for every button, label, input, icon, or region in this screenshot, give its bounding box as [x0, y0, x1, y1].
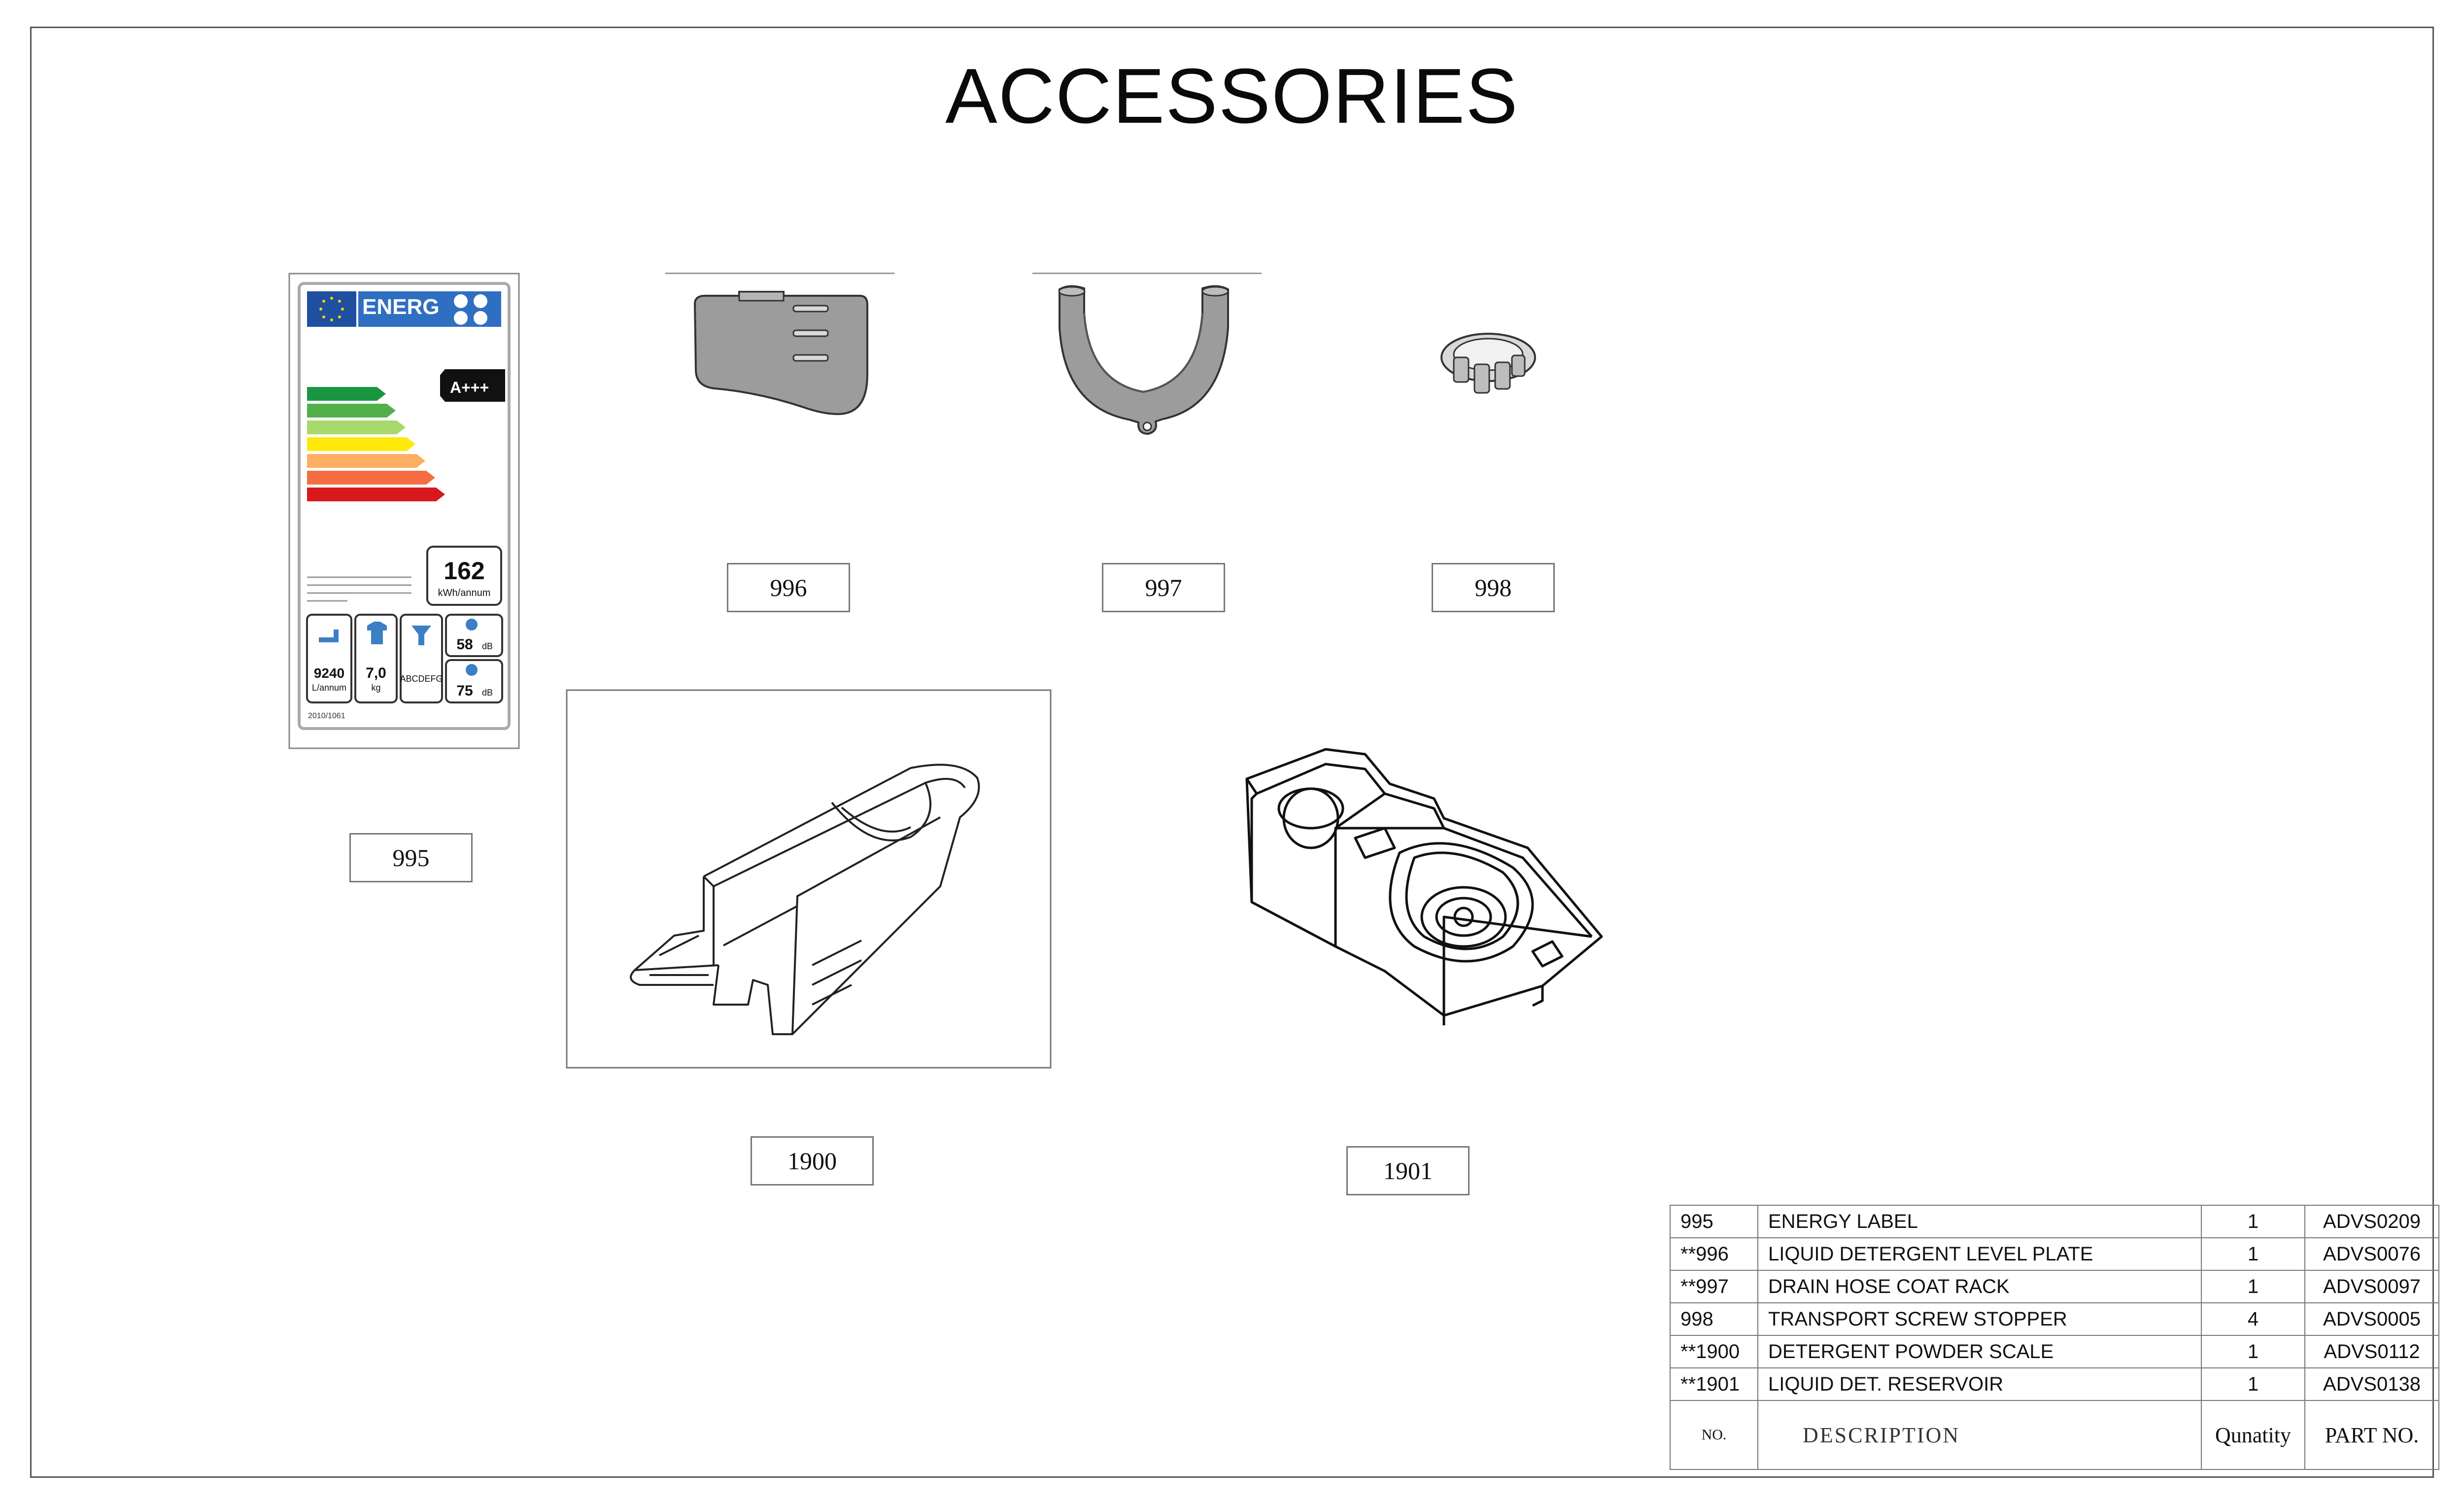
capacity-value: 7,0 — [366, 665, 386, 681]
quantity-cell: 1 — [2201, 1205, 2305, 1238]
part-996-baseline — [665, 273, 894, 274]
noise-wash-unit: dB — [482, 641, 493, 651]
table-row[interactable]: **1901 LIQUID DET. RESERVOIR 1 ADVS0138 — [1670, 1367, 2439, 1401]
noise-wash-value: 58 — [456, 636, 473, 653]
description-cell: DRAIN HOSE COAT RACK — [1757, 1270, 2202, 1303]
regulation-number: 2010/1061 — [308, 712, 345, 720]
parts-list-table: 995 ENERGY LABEL 1 ADVS0209 **996 LIQUID… — [1670, 1205, 2439, 1470]
quantity-cell: 1 — [2201, 1270, 2305, 1303]
quantity-cell: 1 — [2201, 1237, 2305, 1271]
part-number-cell: **1900 — [1670, 1335, 1758, 1368]
table-row[interactable]: 995 ENERGY LABEL 1 ADVS0209 — [1670, 1205, 2439, 1238]
noise-spin-unit: dB — [482, 688, 493, 698]
table-header-row: NO. DESCRIPTION Qunatity PART NO. — [1670, 1400, 2439, 1470]
part-code-cell: ADVS0209 — [2304, 1205, 2439, 1238]
description-cell: ENERGY LABEL — [1757, 1205, 2202, 1238]
callout-1900[interactable]: 1900 — [751, 1136, 874, 1186]
header-quantity: Qunatity — [2201, 1400, 2305, 1470]
spin-class: ABCDEFG — [400, 674, 443, 684]
header-part-no: PART NO. — [2304, 1400, 2439, 1470]
efficiency-scale — [307, 387, 445, 501]
liquid-det-reservoir-drawing[interactable] — [1237, 739, 1611, 1025]
part-number-cell: **997 — [1670, 1270, 1758, 1303]
part-number-cell: 995 — [1670, 1205, 1758, 1238]
part-code-cell: ADVS0138 — [2304, 1367, 2439, 1401]
energy-label-drawing[interactable]: ENERG A+++ 162 kWh/annum — [288, 273, 520, 749]
part-code-cell: ADVS0005 — [2304, 1302, 2439, 1336]
description-cell: DETERGENT POWDER SCALE — [1757, 1335, 2202, 1368]
description-cell: LIQUID DET. RESERVOIR — [1757, 1367, 2202, 1401]
eu-flag — [307, 291, 356, 327]
part-number-cell: **996 — [1670, 1237, 1758, 1271]
detergent-powder-scale-drawing[interactable] — [566, 689, 1052, 1069]
table-row[interactable]: **996 LIQUID DETERGENT LEVEL PLATE 1 ADV… — [1670, 1237, 2439, 1271]
part-number-cell: **1901 — [1670, 1367, 1758, 1401]
callout-996[interactable]: 996 — [727, 563, 850, 612]
drawing-frame — [30, 27, 2434, 1478]
page-title: ACCESSORIES — [945, 53, 1519, 140]
energy-consumption-value: 162 — [444, 557, 484, 585]
description-cell: TRANSPORT SCREW STOPPER — [1757, 1302, 2202, 1336]
header-no: NO. — [1670, 1400, 1758, 1470]
description-cell: LIQUID DETERGENT LEVEL PLATE — [1757, 1237, 2202, 1271]
callout-1901[interactable]: 1901 — [1346, 1146, 1470, 1195]
quantity-cell: 4 — [2201, 1302, 2305, 1336]
callout-997[interactable]: 997 — [1102, 563, 1225, 612]
liquid-detergent-level-plate-drawing[interactable] — [690, 291, 872, 424]
water-consumption-value: 9240 — [314, 665, 344, 681]
transport-screw-stopper-drawing[interactable] — [1434, 323, 1538, 402]
table-row[interactable]: **1900 DETERGENT POWDER SCALE 1 ADVS0112 — [1670, 1335, 2439, 1368]
capacity-unit: kg — [371, 683, 380, 693]
part-code-cell: ADVS0076 — [2304, 1237, 2439, 1271]
header-description: DESCRIPTION — [1757, 1400, 2202, 1470]
water-consumption-unit: L/annum — [312, 683, 346, 693]
table-row[interactable]: **997 DRAIN HOSE COAT RACK 1 ADVS0097 — [1670, 1270, 2439, 1303]
part-code-cell: ADVS0112 — [2304, 1335, 2439, 1368]
part-code-cell: ADVS0097 — [2304, 1270, 2439, 1303]
part-number-cell: 998 — [1670, 1302, 1758, 1336]
callout-995[interactable]: 995 — [349, 833, 473, 882]
quantity-cell: 1 — [2201, 1335, 2305, 1368]
part-997-baseline — [1032, 273, 1262, 274]
quantity-cell: 1 — [2201, 1367, 2305, 1401]
drain-hose-coat-rack-drawing[interactable] — [1050, 283, 1237, 439]
energy-rating: A+++ — [450, 379, 489, 396]
energy-label-header: ENERG — [362, 295, 439, 319]
noise-spin-value: 75 — [456, 683, 473, 699]
table-row[interactable]: 998 TRANSPORT SCREW STOPPER 4 ADVS0005 — [1670, 1302, 2439, 1336]
callout-998[interactable]: 998 — [1432, 563, 1555, 612]
energy-consumption-unit: kWh/annum — [438, 588, 491, 598]
